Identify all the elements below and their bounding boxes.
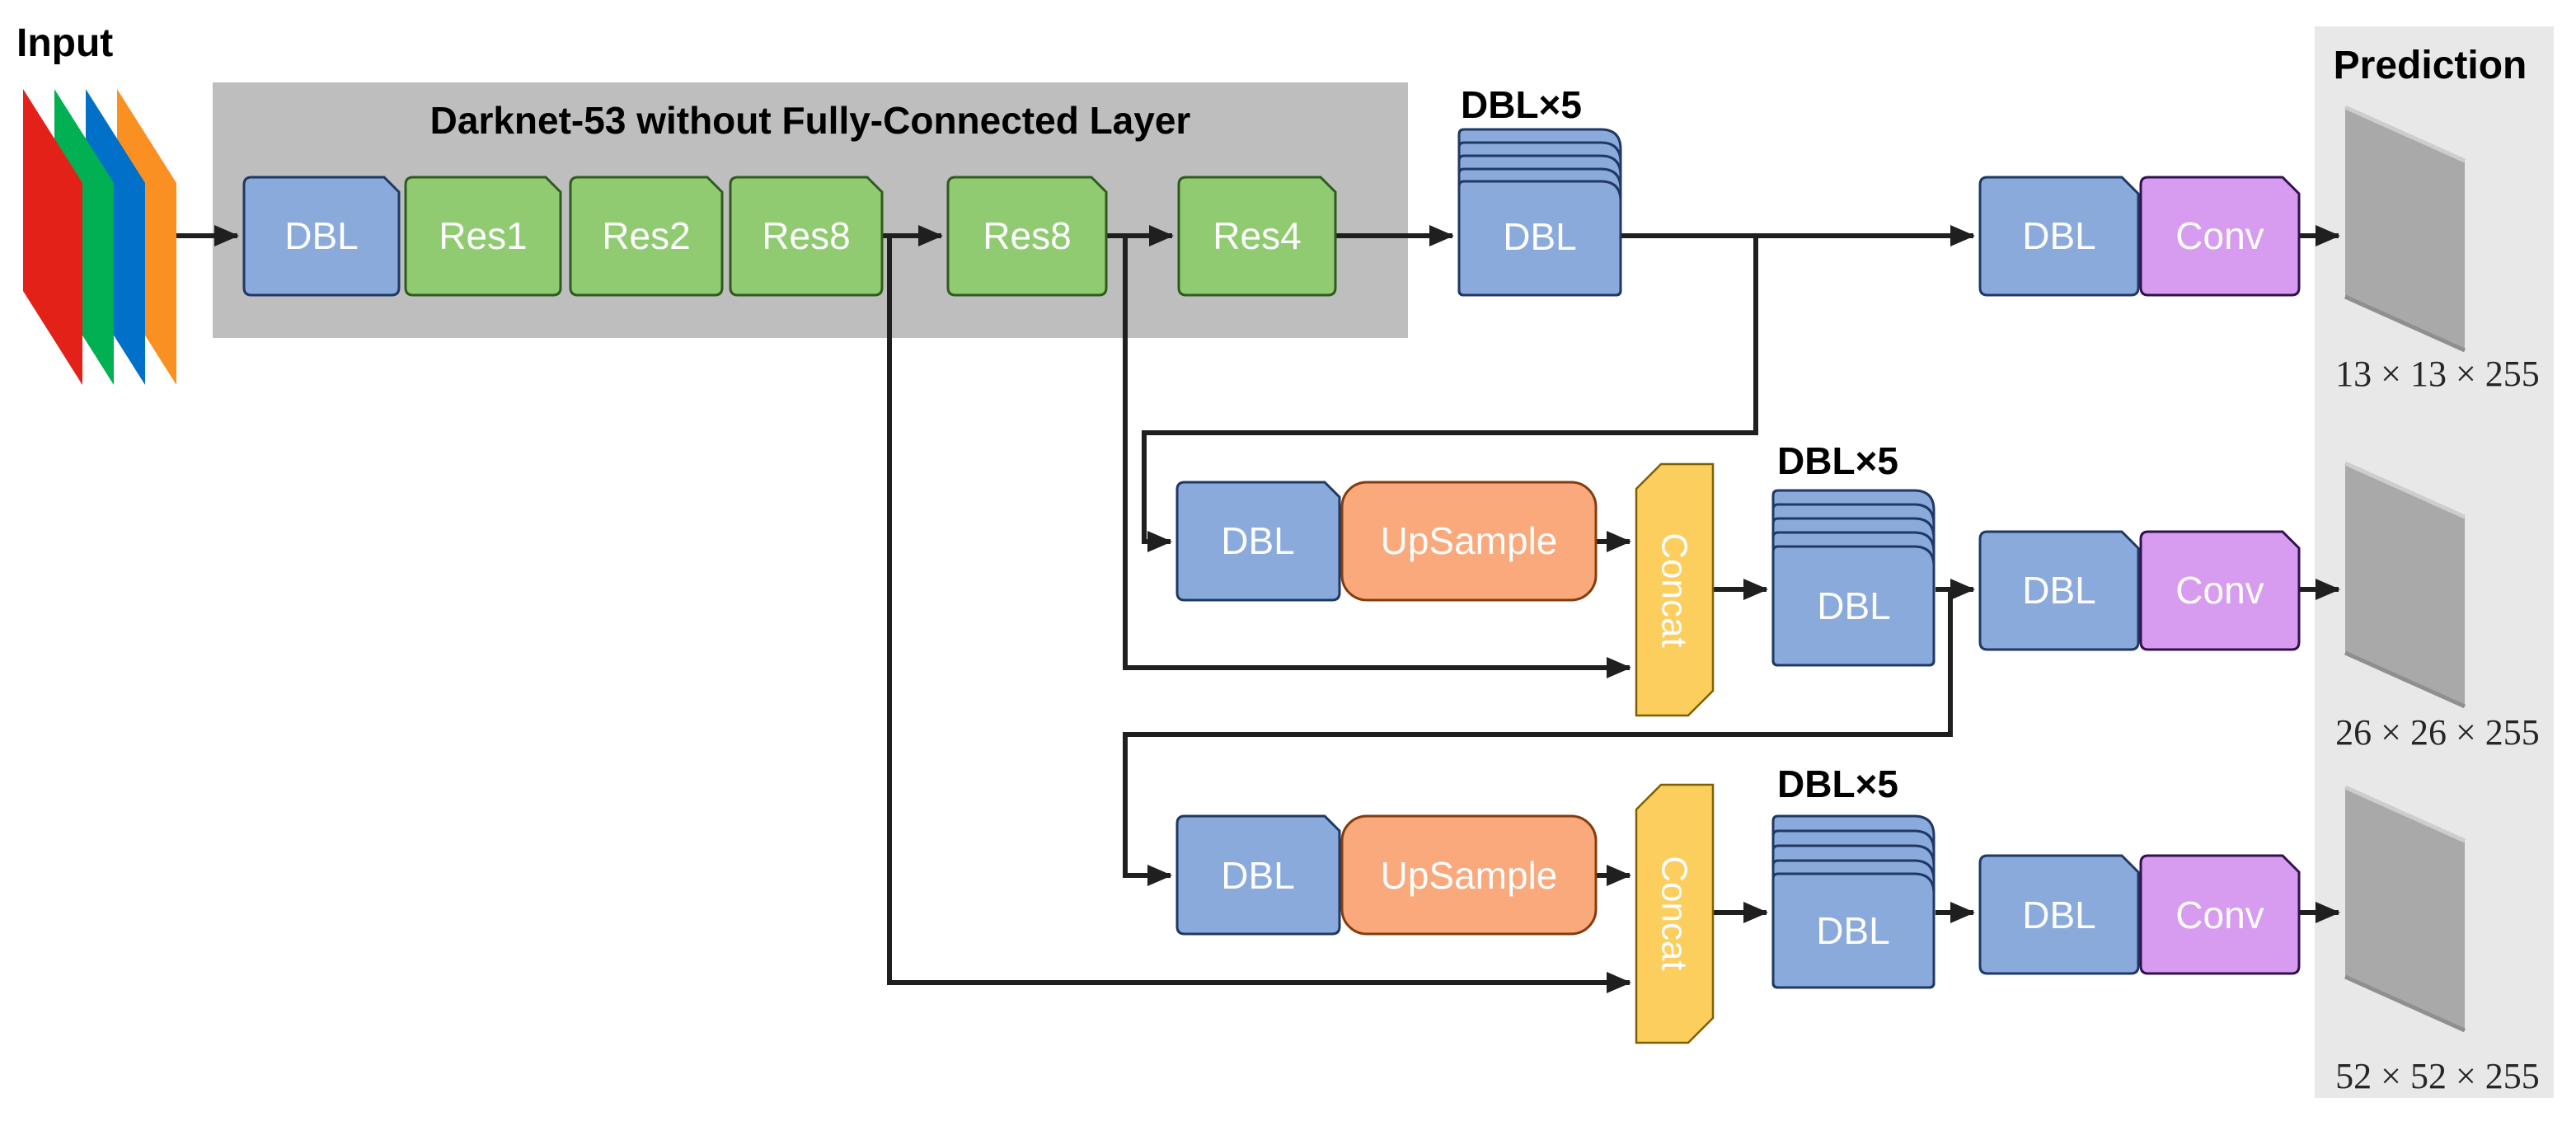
block-conv-head-top <box>2139 176 2301 297</box>
block-res8-first <box>729 176 884 297</box>
slab-top-edge <box>2344 461 2466 519</box>
slab-bottom-edge <box>2344 974 2466 1033</box>
dbl5-label-top: DBL×5 <box>1461 83 1582 126</box>
label-conv-head-top: Conv <box>2175 214 2264 257</box>
block-dbl-mid <box>1175 481 1341 602</box>
label-upsample-mid: UpSample <box>1381 519 1558 562</box>
output-dim-13: 13 × 13 × 255 <box>2335 354 2540 394</box>
feature-map-slab-13 <box>2344 105 2466 353</box>
label-dbl-head-mid: DBL <box>2022 569 2095 612</box>
label-res8-first: Res8 <box>762 214 850 257</box>
feature-map-slab-52 <box>2344 785 2466 1033</box>
label-upsample-bottom: UpSample <box>1381 854 1558 897</box>
label-dbl-mid: DBL <box>1221 519 1294 562</box>
label-res4: Res4 <box>1213 214 1301 257</box>
dbl5-label-bottom: DBL×5 <box>1777 762 1898 805</box>
block-concat-mid <box>1635 462 1715 717</box>
label-dbl-backbone: DBL <box>284 214 358 257</box>
stack-main-block <box>1457 180 1622 297</box>
label-concat-bottom: Concat <box>1654 856 1695 970</box>
block-conv-head-bottom <box>2139 854 2301 975</box>
skip-res8-to-concat-bottom <box>887 236 1631 993</box>
block-res2 <box>569 176 724 297</box>
dbl5-stack-top <box>1457 128 1622 297</box>
dbl5-stack-bottom <box>1771 814 1936 989</box>
slab-face <box>2345 787 2465 1030</box>
slab-face <box>2345 107 2465 350</box>
slab-bottom-edge <box>2344 294 2466 353</box>
label-res1: Res1 <box>439 214 527 257</box>
label-concat-mid: Concat <box>1654 533 1695 647</box>
label-res8-second: Res8 <box>983 214 1071 257</box>
label-dbl5-bottom: DBL <box>1816 909 1889 952</box>
feature-map-slab-26 <box>2344 461 2466 709</box>
dbl5-label-mid: DBL×5 <box>1777 439 1898 482</box>
label-res2: Res2 <box>602 214 690 257</box>
label-dbl5-mid: DBL <box>1817 584 1890 627</box>
block-concat-bottom <box>1635 783 1715 1044</box>
slab-top-edge <box>2344 105 2466 163</box>
block-dbl-head-bottom <box>1978 854 2140 975</box>
block-res4 <box>1177 176 1337 297</box>
block-dbl-bottom <box>1175 814 1341 936</box>
slab-face <box>2345 463 2465 706</box>
block-upsample-mid <box>1340 481 1598 602</box>
block-dbl-head-top <box>1978 176 2140 297</box>
label-dbl5-top: DBL <box>1503 215 1576 258</box>
darknet-title: Darknet-53 without Fully-Connected Layer <box>430 99 1191 142</box>
slab-bottom-edge <box>2344 650 2466 709</box>
route-to-bottom-dbl <box>1123 589 1953 886</box>
output-dim-52: 52 × 52 × 255 <box>2335 1056 2540 1096</box>
label-dbl-bottom: DBL <box>1221 854 1294 897</box>
slab-top-edge <box>2344 785 2466 843</box>
stack-main-block <box>1771 545 1936 667</box>
input-image-stack <box>23 89 176 385</box>
skip-res8-to-concat-mid <box>1123 236 1631 678</box>
stack-main-block <box>1771 872 1936 989</box>
dbl5-stack-mid <box>1771 489 1936 667</box>
input-label: Input <box>16 21 113 65</box>
label-conv-head-bottom: Conv <box>2175 894 2264 936</box>
label-dbl-head-bottom: DBL <box>2022 894 2095 936</box>
route-to-mid-dbl <box>1142 236 1758 552</box>
connectors <box>176 225 2340 993</box>
block-dbl-backbone <box>242 176 401 297</box>
block-upsample-bottom <box>1340 814 1598 936</box>
prediction-label: Prediction <box>2334 44 2527 87</box>
label-dbl-head-top: DBL <box>2022 214 2095 257</box>
block-conv-head-mid <box>2139 530 2301 651</box>
block-res8-second <box>946 176 1108 297</box>
label-conv-head-mid: Conv <box>2175 569 2264 612</box>
output-dim-26: 26 × 26 × 255 <box>2335 712 2540 753</box>
input-slab-red <box>23 89 82 385</box>
block-dbl-head-mid <box>1978 530 2140 651</box>
block-res1 <box>404 176 562 297</box>
